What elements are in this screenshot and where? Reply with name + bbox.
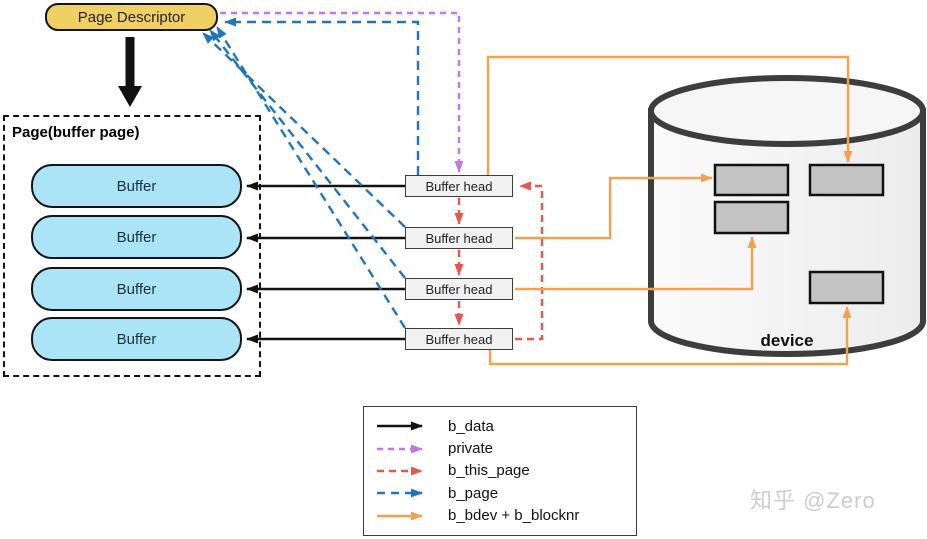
descriptor-to-page-arrow [118,37,142,107]
cylinder-top [648,75,926,147]
device-block-3 [808,163,885,197]
device-block-4 [808,270,885,305]
buffer-head-1-label: Buffer head [425,178,493,194]
legend-label-private: private [448,440,494,458]
legend-label-b-bdev: b_bdev + b_blocknr [448,507,580,525]
legend-row-private: private [374,439,630,459]
private-arrow-icon [377,444,423,454]
b-this-page-arrow-icon [377,466,423,476]
device-block-2 [713,200,790,235]
b-bdev-arrow-3 [515,236,757,291]
b-bdev-arrow-4 [488,306,852,366]
legend-row-b-bdev: b_bdev + b_blocknr [374,506,630,526]
buffer-head-3-label: Buffer head [425,281,493,297]
b-bdev-arrows [486,55,853,366]
legend-row-b-data: b_data [374,416,630,436]
b-bdev-arrow-2 [515,173,713,240]
device-block-1 [713,163,790,197]
buffer-head-4-label: Buffer head [425,331,493,347]
buffer-3: Buffer [31,267,242,311]
buffer-2-label: Buffer [116,228,157,246]
buffer-3-label: Buffer [116,280,157,298]
buffer-page-label: Page(buffer page) [12,124,140,141]
buffer-head-2: Buffer head [405,227,513,249]
cylinder-body [648,108,926,357]
legend-row-b-page: b_page [374,483,630,503]
b-bdev-arrow-1 [486,55,853,175]
b-this-page-arrows [454,181,544,341]
legend-row-b-this-page: b_this_page [374,461,630,481]
buffer-4: Buffer [31,317,242,361]
b-page-arrow-icon [377,488,423,498]
buffer-1-label: Buffer [116,177,157,195]
watermark: 知乎 @Zero [750,488,876,513]
legend-label-b-this-page: b_this_page [448,462,530,480]
buffer-head-2-label: Buffer head [425,230,493,246]
b-data-arrow-icon [377,421,423,431]
page-descriptor-label: Page Descriptor [77,8,186,26]
buffer-4-label: Buffer [116,330,157,348]
buffer-head-1: Buffer head [405,175,513,197]
b-this-page-loop-arrow [515,181,544,341]
b-data-arrows [246,181,405,344]
legend-label-b-data: b_data [448,417,494,435]
buffer-2: Buffer [31,215,242,259]
legend-label-b-page: b_page [448,484,499,502]
page-descriptor-box: Page Descriptor [45,3,218,31]
buffer-head-3: Buffer head [405,278,513,300]
b-bdev-arrow-icon [377,511,423,521]
device-cylinder: device [648,75,926,357]
buffer-head-4: Buffer head [405,328,513,350]
legend-box: b_data private b_this_page b_page b_bdev… [363,406,637,536]
device-label: device [761,331,814,350]
buffer-1: Buffer [31,164,242,208]
